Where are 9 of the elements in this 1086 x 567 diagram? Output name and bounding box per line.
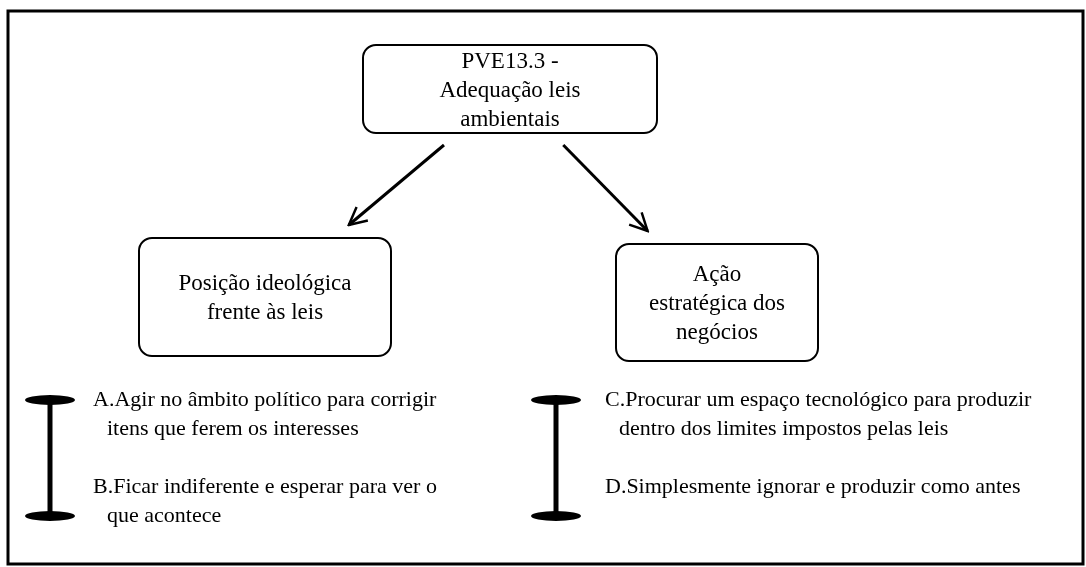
list-item: A.Agir no âmbito político para corrigir itens que ferem os interesses [93,385,438,442]
list-item: B.Ficar indiferente e esperar para ver o que acontece [93,472,438,529]
rounded-box: Posição ideológica frente às leis [138,237,392,357]
arrow [347,143,445,227]
list-item: D.Simplesmente ignorar e produzir como antes [605,472,1022,500]
rounded-box: Ação estratégica dos negócios [615,243,819,362]
list-item: C.Procurar um espaço tecnológico para produzir dentro dos limites impostos pelas leis [605,385,1033,442]
rounded-box: PVE13.3 - Adequação leis ambientais [362,44,658,134]
arrow [562,143,649,233]
